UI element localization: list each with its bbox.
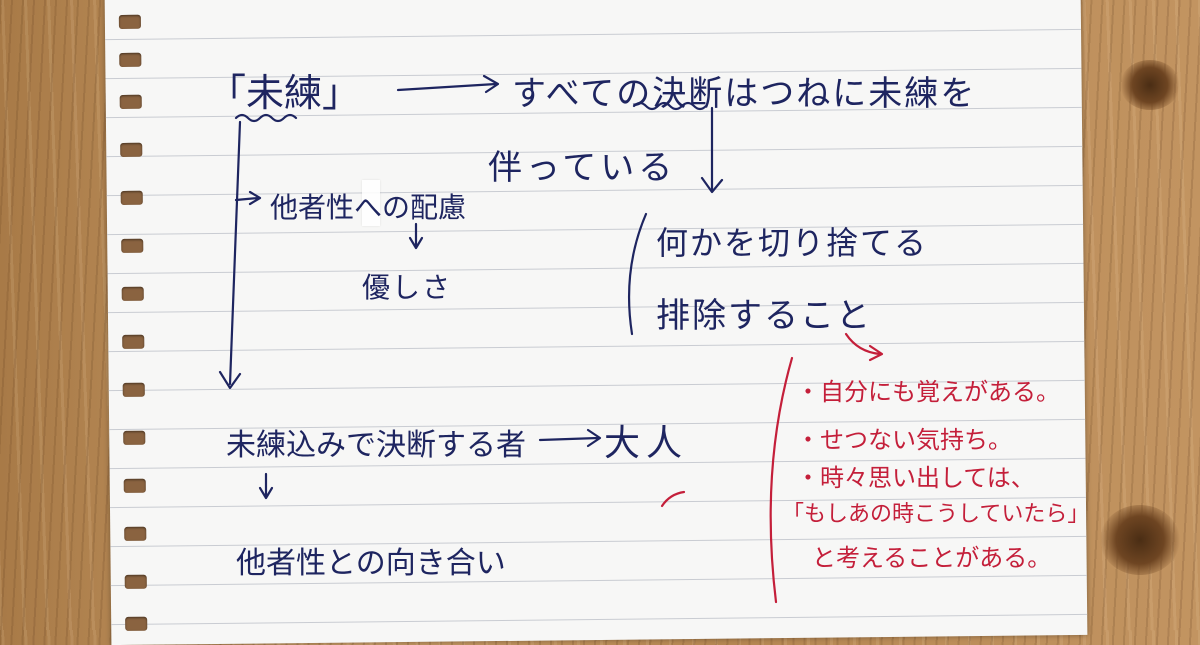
- bracket: [628, 212, 648, 336]
- wavy-underline: [234, 113, 298, 123]
- arrow-right: [396, 74, 500, 94]
- otherness-consideration: 他者性への配慮: [270, 191, 467, 224]
- red-note-3: ・時々思い出しては、: [796, 464, 1035, 492]
- kindness: 優しさ: [362, 271, 453, 304]
- red-tick: [660, 490, 686, 508]
- arrow-right: [538, 428, 602, 448]
- wood-knot: [1120, 60, 1180, 110]
- vertical-line: [218, 120, 242, 390]
- exclusion: 排除すること: [656, 296, 872, 336]
- arrow-down: [700, 106, 724, 194]
- decide-with-regret: 未練込みで決断する者: [226, 428, 526, 463]
- cut-off-something: 何かを切り捨てる: [656, 224, 929, 262]
- definition-line1: すべての決断はつねに未練を: [512, 74, 977, 114]
- branch-arrow: [234, 190, 262, 206]
- adult: 大人: [604, 423, 689, 464]
- pen-strokes: [218, 74, 884, 604]
- red-note-5: と考えることがある。: [812, 544, 1052, 572]
- kenren-term: 「未練」: [208, 71, 361, 115]
- red-arrow: [844, 332, 884, 362]
- face-otherness: 他者性との向き合い: [236, 546, 506, 581]
- red-bracket: [769, 356, 794, 604]
- arrow-down: [408, 222, 424, 250]
- correction-tape: [362, 180, 380, 226]
- wood-knot: [1100, 505, 1180, 575]
- red-note-1: ・自分にも覚えがある。: [796, 378, 1060, 406]
- definition-line2: 伴っている: [488, 148, 677, 188]
- red-note-2: ・せつない気持ち。: [796, 426, 1012, 454]
- arrow-down: [258, 472, 274, 500]
- wavy-underline: [632, 101, 708, 111]
- red-note-4: 「もしあの時こうしていたら」: [782, 502, 1090, 527]
